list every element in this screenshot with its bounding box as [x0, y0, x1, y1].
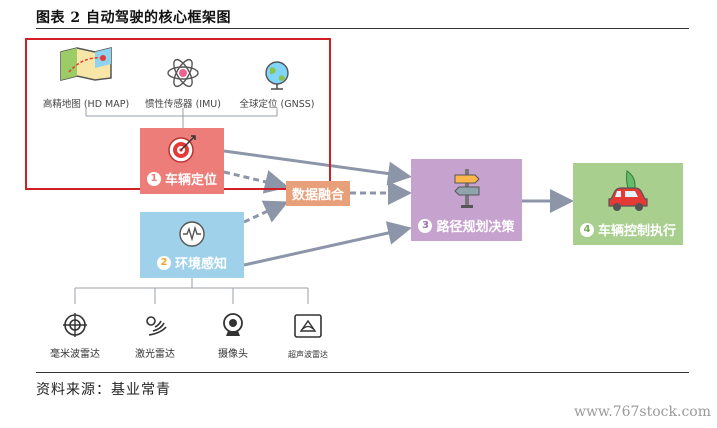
- map-icon: [59, 46, 113, 86]
- map-label: 高精地图 (HD MAP): [42, 99, 130, 110]
- perception-node: 2 环境感知: [140, 212, 244, 278]
- control-label: 车辆控制执行: [597, 224, 676, 239]
- watermark: www.767stock.com: [573, 404, 711, 420]
- perception-label: 环境感知: [174, 257, 227, 272]
- arrow-perception-to-fusion: [243, 200, 289, 224]
- arrow-positioning-to-planning: [223, 149, 412, 186]
- positioning-label: 车辆定位: [164, 173, 217, 188]
- top-rule: [36, 28, 689, 29]
- input-bracket: [85, 108, 278, 128]
- arrow-perception-to-planning: [243, 221, 412, 267]
- signpost-icon: [451, 167, 483, 213]
- lidar-icon: [143, 313, 167, 341]
- fusion-node: 数据融合: [286, 181, 350, 206]
- lidar-label: 激光雷达: [135, 349, 175, 360]
- bottom-rule: [36, 372, 689, 373]
- planning-number: 3: [418, 218, 433, 233]
- ultrasonic-label: 超声波雷达: [288, 350, 328, 359]
- waveform-icon: [178, 220, 206, 252]
- source-note: 资料来源：基业常青: [36, 382, 171, 398]
- radar-icon: [62, 312, 88, 342]
- gnss-label: 全球定位 (GNSS): [239, 99, 315, 110]
- positioning-node: 1 车辆定位: [140, 128, 224, 194]
- ultrasonic-icon: [293, 313, 323, 343]
- arrow-positioning-to-fusion: [223, 170, 289, 194]
- globe-icon: [261, 58, 293, 96]
- planning-label: 路径规划决策: [436, 220, 515, 235]
- radar-label: 毫米波雷达: [50, 349, 100, 360]
- fusion-label: 数据融合: [291, 188, 344, 203]
- positioning-number: 1: [146, 171, 161, 186]
- sensor-bracket: [74, 278, 309, 304]
- figure-title: 图表 2 自动驾驶的核心框架图: [36, 10, 231, 26]
- control-number: 4: [579, 222, 594, 237]
- imu-label: 惯性传感器 (IMU): [145, 99, 221, 110]
- atom-icon: [166, 56, 200, 94]
- perception-number: 2: [156, 255, 171, 270]
- control-node: 4 车辆控制执行: [573, 163, 683, 245]
- planning-node: 3 路径规划决策: [411, 159, 522, 241]
- camera-label: 摄像头: [218, 349, 248, 360]
- camera-icon: [221, 312, 245, 342]
- target-icon: [167, 134, 197, 168]
- car-icon: [605, 169, 651, 217]
